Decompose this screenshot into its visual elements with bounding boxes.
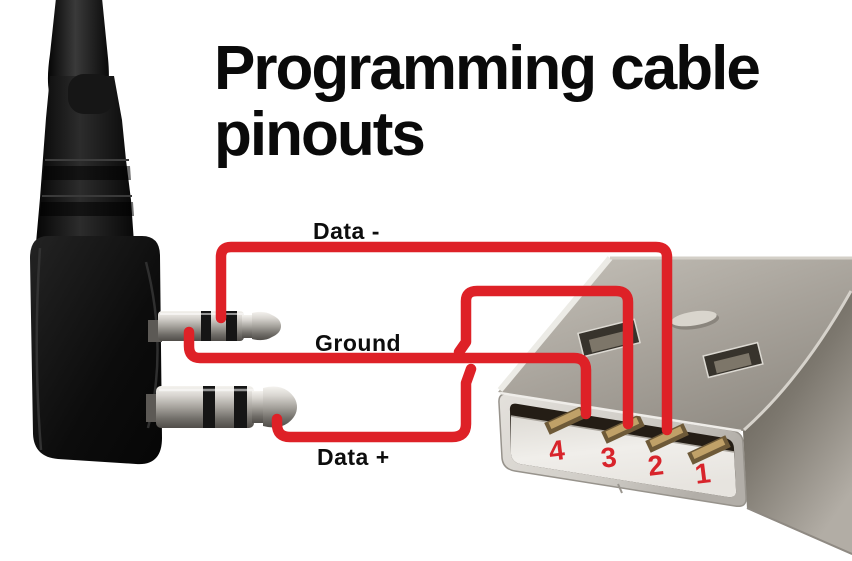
connector-body	[30, 236, 162, 465]
wire-data-minus	[215, 241, 673, 436]
usb-pin-slot-1	[687, 435, 731, 465]
usb-pin-slot-2	[645, 423, 689, 453]
wire-data-plus-lower	[271, 363, 477, 443]
plug-3-5mm	[146, 386, 297, 428]
usb-shell-side	[743, 291, 852, 555]
wire-ground	[183, 326, 592, 420]
usb-pin-number-4: 4	[547, 434, 567, 467]
wire-label-data-plus: Data +	[317, 444, 390, 470]
wire-label-data-minus: Data -	[313, 218, 380, 244]
usb-shell-bump	[671, 310, 720, 330]
usb-tongue	[511, 416, 737, 498]
wire-label-ground: Ground	[315, 330, 402, 356]
usb-shell-window-right	[702, 341, 764, 379]
usb-pin-slot-4	[544, 405, 588, 435]
plug-2-5mm	[148, 311, 281, 342]
usb-plug	[497, 256, 852, 555]
page-title: Programming cable pinouts	[214, 34, 761, 169]
wire-data-plus-upper	[453, 285, 634, 430]
radio-connector	[30, 0, 297, 465]
